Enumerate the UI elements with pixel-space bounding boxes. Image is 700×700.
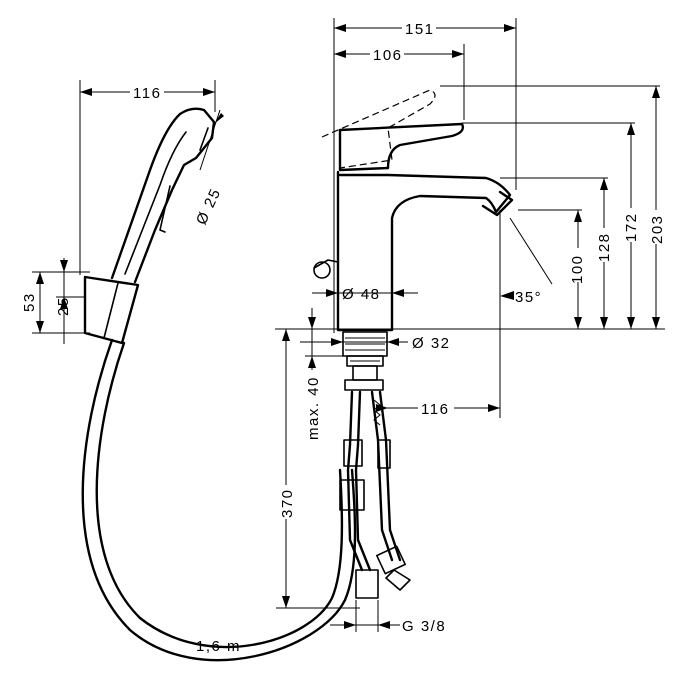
dim-100-label: 100 xyxy=(569,254,586,284)
dim-116-handshower-label: 116 xyxy=(133,85,161,102)
dim-172-label: 172 xyxy=(623,212,640,242)
dim-max-40-label: max. 40 xyxy=(305,376,322,440)
dim-g38-label: G 3/8 xyxy=(402,618,446,635)
dim-203-label: 203 xyxy=(649,214,666,244)
dimension-lines xyxy=(32,18,665,632)
dim-370-label: 370 xyxy=(279,488,296,518)
dim-128-label: 128 xyxy=(596,232,613,262)
supply-hoses xyxy=(339,390,411,599)
mounting-thread xyxy=(342,331,388,391)
shower-hose xyxy=(81,338,357,662)
dim-151-label: 151 xyxy=(405,21,435,38)
dim-hose-length-label: 1,6 m xyxy=(196,638,241,655)
dim-116-spout-label: 116 xyxy=(421,401,449,418)
dim-diameter-25-label: Ø 25 xyxy=(193,185,225,227)
dim-angle-35-label: 35° xyxy=(515,289,542,306)
dim-diameter-32-label: Ø 32 xyxy=(412,335,451,352)
dim-53-label: 53 xyxy=(21,292,38,312)
dim-diameter-48-label: Ø 48 xyxy=(342,286,381,303)
hand-shower xyxy=(110,107,216,284)
wall-holder xyxy=(83,275,140,345)
dim-106-label: 106 xyxy=(373,47,403,64)
dim-25-label: 25 xyxy=(55,296,72,316)
faucet xyxy=(313,89,514,332)
